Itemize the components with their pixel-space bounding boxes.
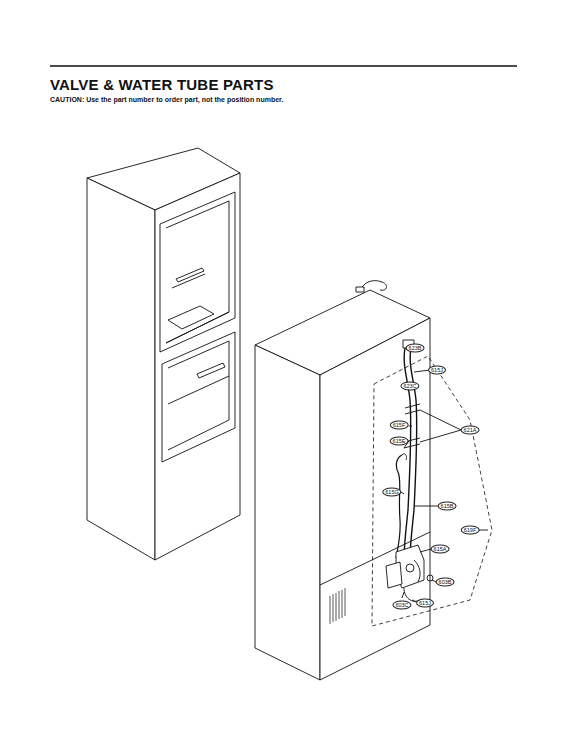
- callout-number: 623B: [406, 344, 425, 353]
- callout-number: 623C: [400, 382, 419, 391]
- callout-number: 615A: [431, 545, 450, 554]
- callout-number: 619F: [461, 526, 480, 535]
- callout-number: 603C: [392, 601, 411, 610]
- callout-number: 621A: [461, 426, 480, 435]
- page-title: VALVE & WATER TUBE PARTS: [50, 76, 274, 93]
- callout-number: 615J: [428, 366, 446, 375]
- callout-number: 603B: [436, 578, 455, 587]
- callout-number: 615J: [416, 599, 434, 608]
- callout-number: 615F: [390, 421, 409, 430]
- caution-note: CAUTION: Use the part number to order pa…: [50, 96, 283, 103]
- callout-number: 615E: [390, 437, 409, 446]
- callout-number: 615B: [438, 502, 457, 511]
